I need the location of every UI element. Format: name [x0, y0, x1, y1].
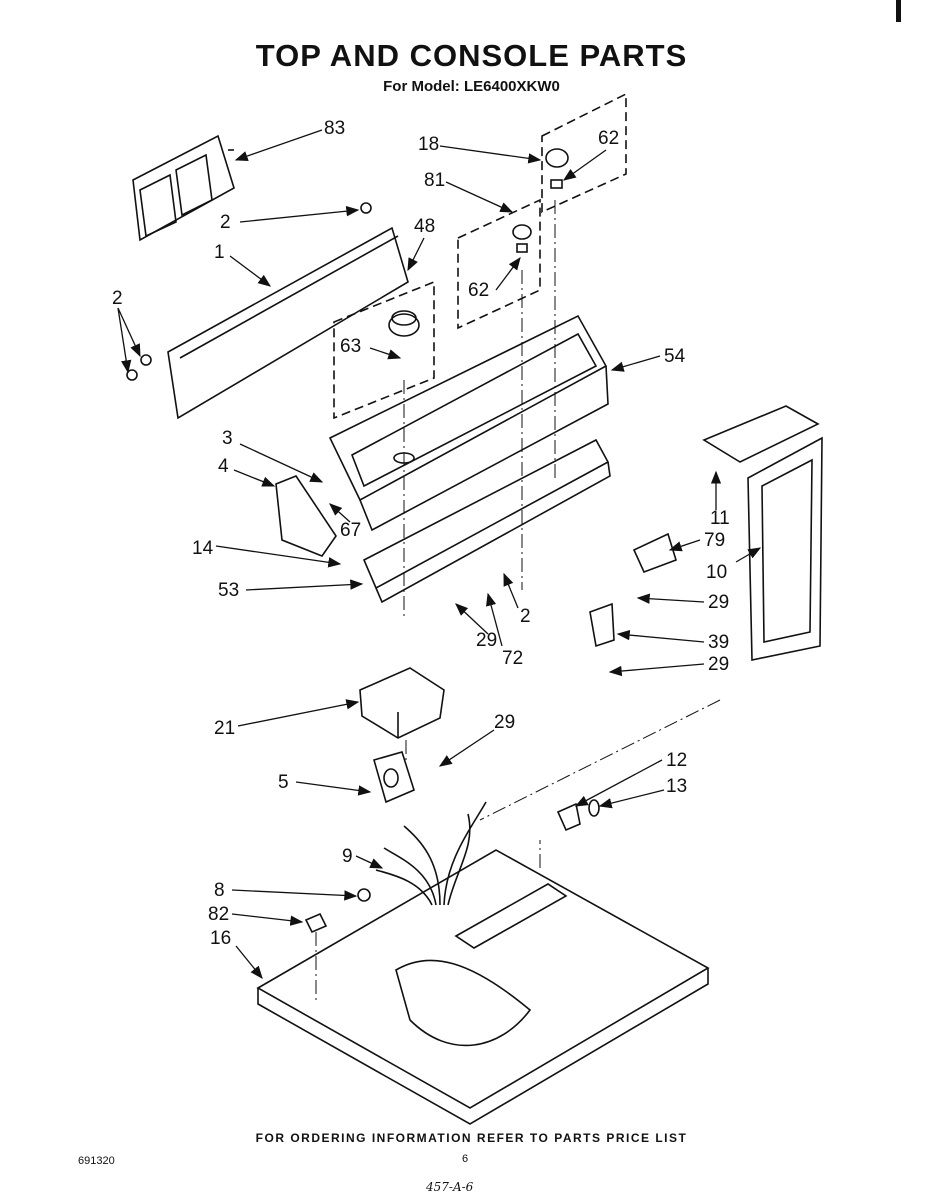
model-subtitle: For Model: LE6400XKW0 [383, 78, 560, 95]
callout-21: 21 [214, 718, 235, 739]
callout-29-b: 29 [476, 630, 497, 651]
dashed-groups [333, 92, 627, 420]
part-4-endcap [275, 475, 337, 557]
part-5-switch [373, 751, 415, 804]
part-21-timer [359, 667, 445, 739]
corner-registration-mark [896, 0, 901, 22]
callout-16: 16 [210, 928, 231, 949]
callout-2-bottom: 2 [520, 606, 531, 627]
callout-63: 63 [340, 336, 361, 357]
callout-9: 9 [342, 846, 353, 867]
document-code: 691320 [78, 1155, 115, 1167]
page-number: 6 [462, 1153, 469, 1165]
callout-18: 18 [418, 134, 439, 155]
callout-2-top: 2 [220, 212, 231, 233]
callout-54: 54 [664, 346, 686, 367]
callout-3: 3 [222, 428, 233, 449]
callout-29-d: 29 [494, 712, 515, 733]
part-1-console-panel [167, 226, 409, 420]
page-title: TOP AND CONSOLE PARTS [255, 38, 688, 73]
small-parts [304, 799, 600, 934]
part-9-wire-harness [375, 801, 487, 906]
callout-39: 39 [708, 632, 729, 653]
callout-1: 1 [214, 242, 225, 263]
callout-13: 13 [666, 776, 687, 797]
callout-72: 72 [502, 648, 523, 669]
callout-11: 11 [710, 508, 730, 529]
callout-79: 79 [704, 530, 725, 551]
handwritten-reference: 457-A-6 [426, 1180, 474, 1194]
callout-4: 4 [218, 456, 229, 477]
part-79-39-brackets [589, 532, 677, 648]
callout-2-left: 2 [112, 288, 123, 309]
part-83-bracket [132, 134, 235, 242]
callout-48: 48 [414, 216, 435, 237]
callout-67: 67 [340, 520, 361, 541]
callout-53: 53 [218, 580, 239, 601]
part-53-bracket [362, 438, 611, 604]
callout-83: 83 [324, 118, 345, 139]
callout-29-a: 29 [708, 592, 729, 613]
callout-5: 5 [278, 772, 289, 793]
leader-lines [117, 129, 762, 980]
callout-8: 8 [214, 880, 225, 901]
ordering-info-note: FOR ORDERING INFORMATION REFER TO PARTS … [255, 1131, 688, 1145]
callout-81: 81 [424, 170, 445, 191]
callout-29-c: 29 [708, 654, 729, 675]
alignment-lines [315, 200, 721, 1000]
callout-62-mid: 62 [468, 280, 489, 301]
knobs [388, 148, 569, 337]
callout-labels: 83 18 62 81 2 48 1 62 2 63 54 3 4 67 11 … [112, 118, 730, 949]
callout-10: 10 [706, 562, 727, 583]
part-11-10-lint-filter [702, 405, 823, 661]
callout-12: 12 [666, 750, 687, 771]
callout-62-top: 62 [598, 128, 619, 149]
part-2-screws [126, 202, 372, 381]
part-16-top-plate [256, 849, 710, 1125]
callout-82: 82 [208, 904, 229, 925]
callout-14: 14 [192, 538, 214, 559]
